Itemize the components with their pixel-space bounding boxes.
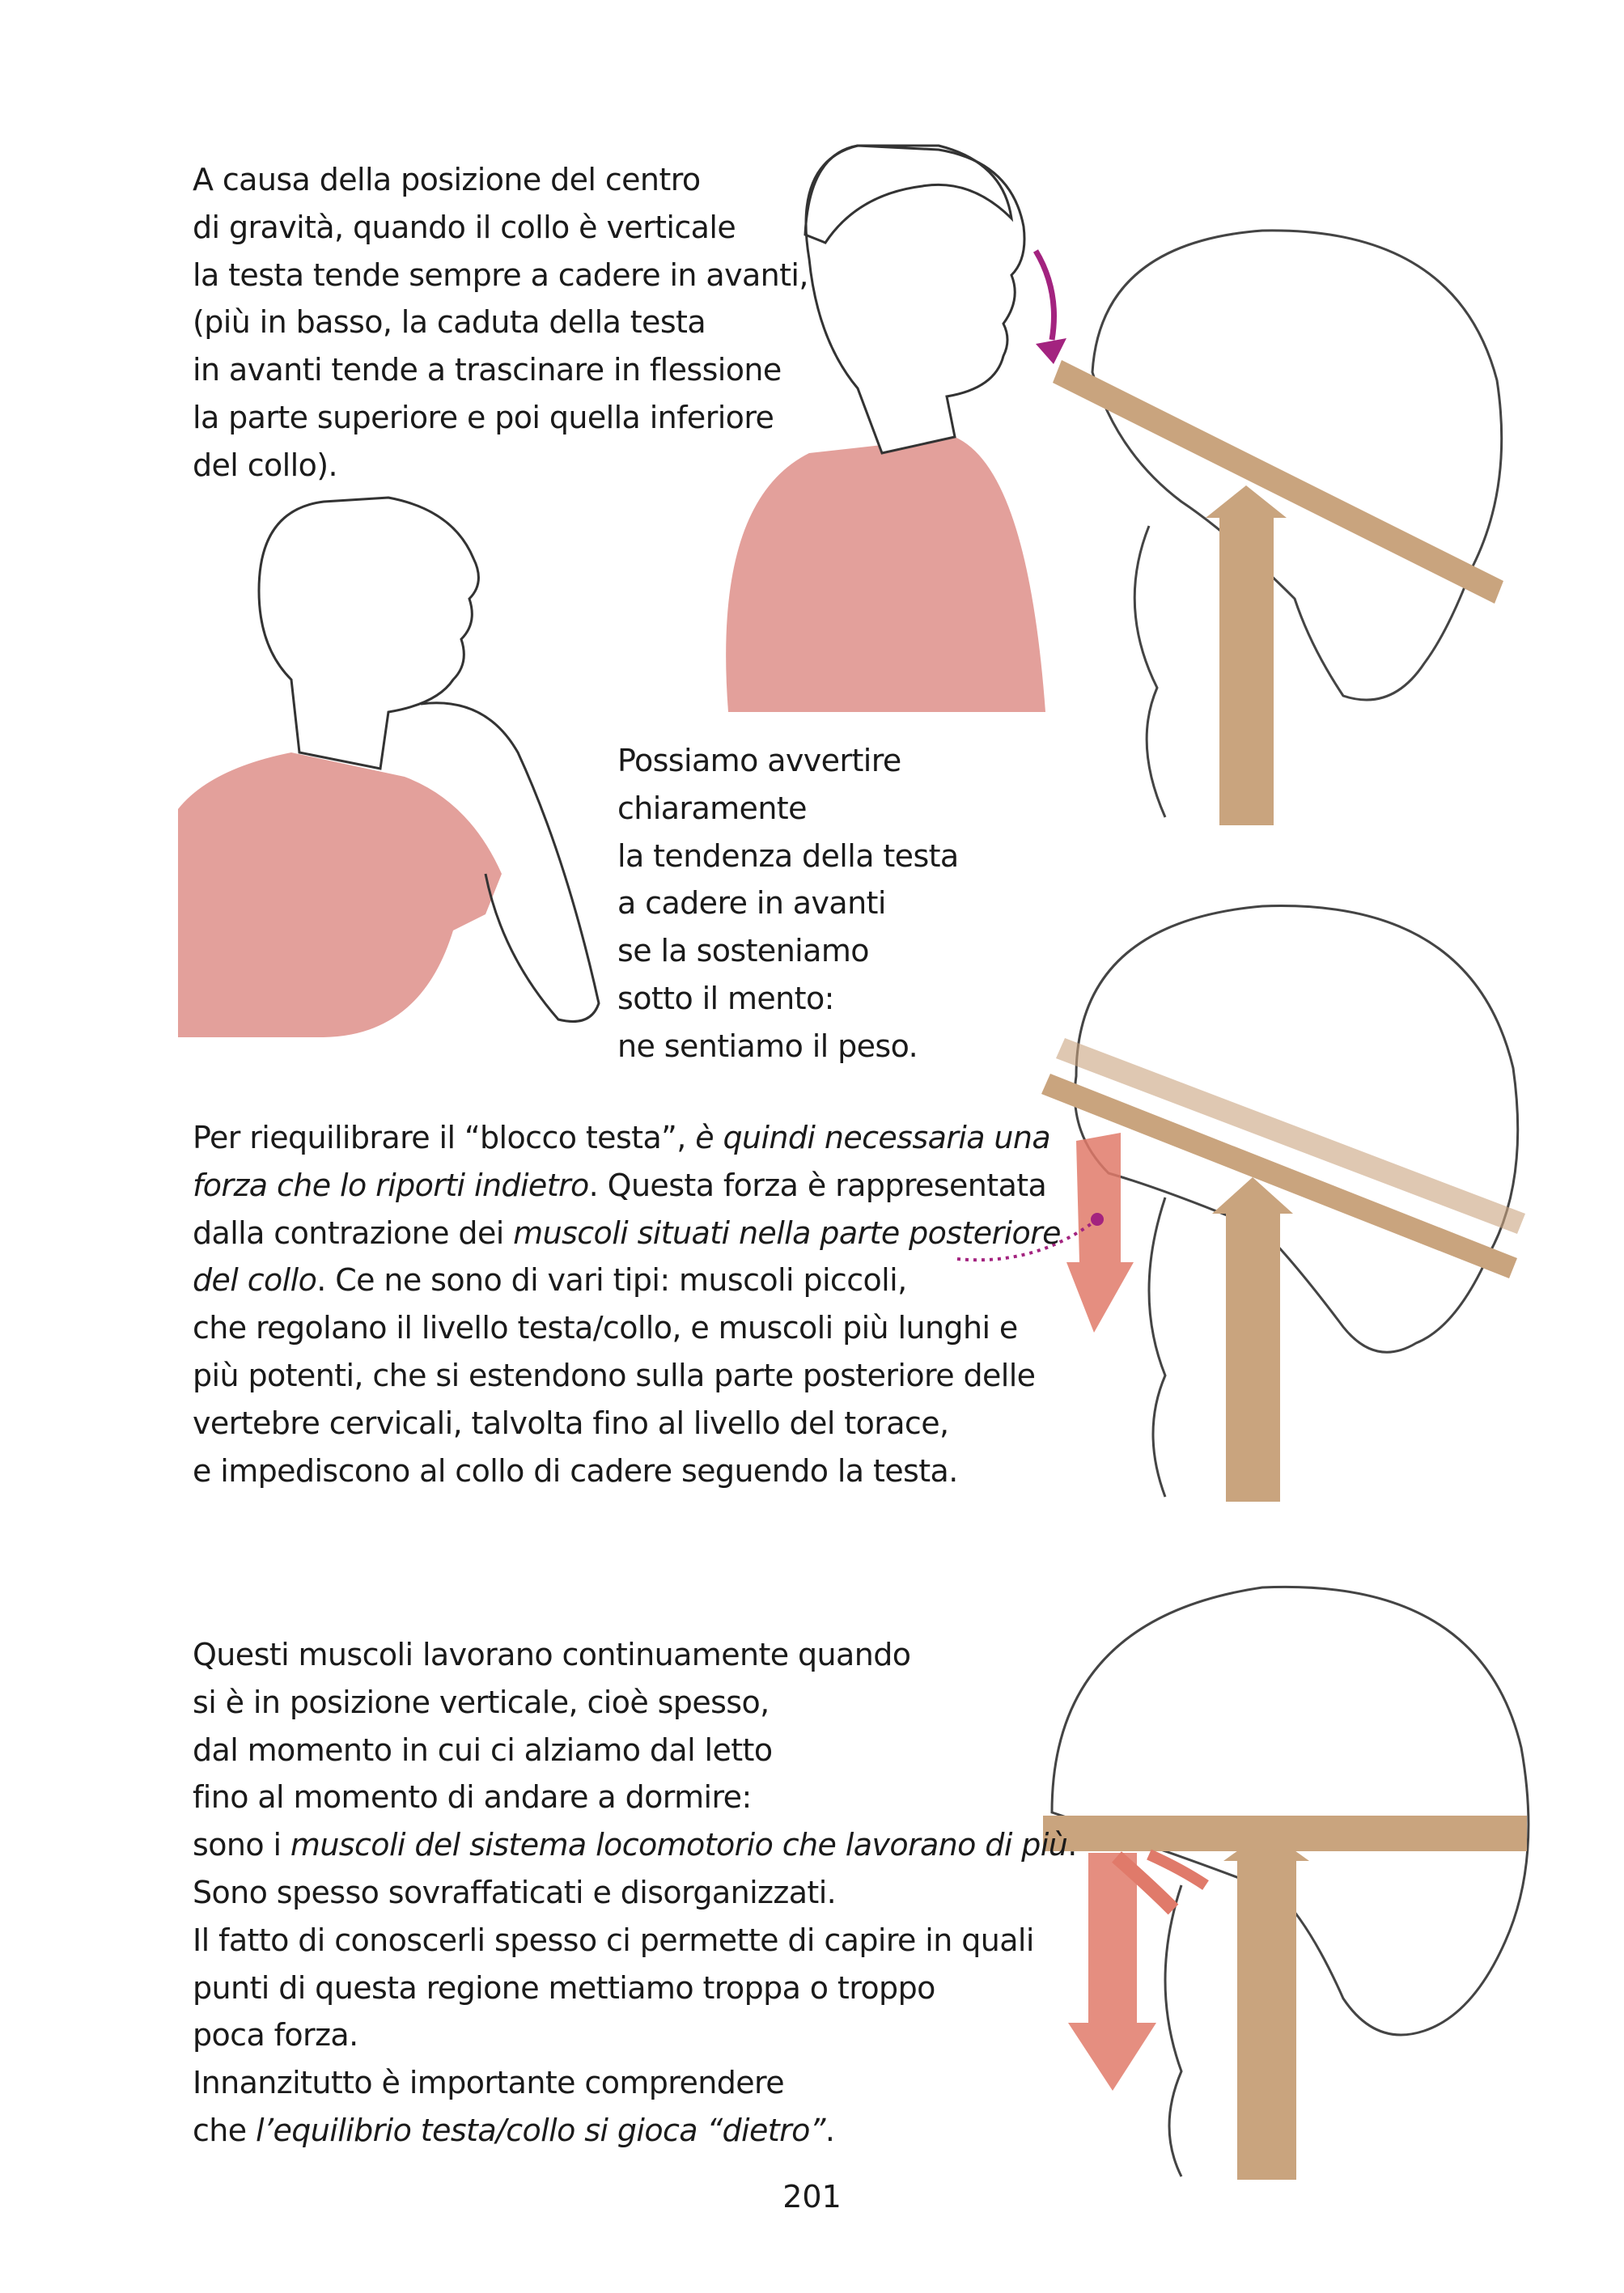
paragraph-chin: Possiamo avvertire chiaramente la tenden…: [617, 737, 959, 1070]
paragraph-muscles: Questi muscoli lavorano continuamente qu…: [193, 1631, 1077, 2155]
text-line: del collo).: [193, 447, 338, 483]
emphasis: del collo: [193, 1262, 317, 1299]
text-line: Il fatto di conoscerli spesso ci permett…: [193, 1922, 1034, 1958]
emphasis: forza che lo riporti indietro: [193, 1167, 589, 1203]
text-line: sono i muscoli del sistema locomotorio c…: [193, 1821, 1077, 1869]
muscle-arrow-long-icon: [1068, 1853, 1156, 2091]
text-line: di gravità, quando il collo è verticale: [193, 209, 736, 245]
text-line: che l’equilibrio testa/collo si gioca “d…: [193, 2107, 1077, 2155]
emphasis: muscoli situati nella parte posteriore: [513, 1214, 1061, 1251]
page-number: 201: [782, 2179, 842, 2215]
text: . Questa forza è rappresentata: [588, 1167, 1047, 1203]
text: dalla contrazione dei: [193, 1214, 514, 1251]
text-line: dalla contrazione dei muscoli situati ne…: [193, 1210, 1062, 1257]
text-line: forza che lo riporti indietro. Questa fo…: [193, 1162, 1061, 1210]
text-line: punti di questa regione mettiamo troppa …: [193, 1969, 935, 2006]
paragraph-rebalance: Per riequilibrare il “blocco testa”, è q…: [193, 1114, 1062, 1494]
text-line: la testa tende sempre a cadere in avanti…: [193, 256, 808, 293]
text-line: sotto il mento:: [617, 980, 834, 1016]
text-line: Per riequilibrare il “blocco testa”, è q…: [193, 1114, 1061, 1162]
text-line: in avanti tende a trascinare in flession…: [193, 352, 782, 388]
text-line: (più in basso, la caduta della testa: [193, 304, 706, 341]
arrow-down-icon: [1032, 249, 1057, 341]
emphasis: è quindi necessaria una: [695, 1120, 1051, 1155]
emphasis: muscoli del sistema locomotorio che lavo…: [290, 1827, 1068, 1863]
text-line: più potenti, che si estendono sulla part…: [193, 1357, 1036, 1393]
skull-neck-diagram-2: [956, 905, 1525, 1502]
text-line: ne sentiamo il peso.: [617, 1028, 918, 1064]
text-line: Sono spesso sovraffaticati e disorganizz…: [193, 1874, 837, 1910]
text: che: [193, 2112, 257, 2148]
text-line: a cadere in avanti: [617, 885, 886, 922]
text-line: chiaramente: [617, 790, 807, 826]
text-line: la tendenza della testa: [617, 837, 959, 874]
text: sono i: [193, 1827, 290, 1863]
skull-neck-diagram-3: [1043, 1585, 1530, 2180]
text-line: e impediscono al collo di cadere seguend…: [193, 1452, 958, 1489]
text-line: che regolano il livello testa/collo, e m…: [193, 1310, 1018, 1346]
skull-neck-diagram-1: [1053, 229, 1503, 825]
man-holding-chin-illustration: [178, 496, 600, 1037]
text-line: Possiamo avvertire: [617, 743, 901, 778]
text: . Ce ne sono di vari tipi: muscoli picco…: [316, 1262, 907, 1299]
text-line: Innanzitutto è importante comprendere: [193, 2065, 785, 2101]
text-line: se la sosteniamo: [617, 933, 870, 969]
text-line: dal momento in cui ci alziamo dal letto: [193, 1731, 773, 1768]
text: .: [1067, 1827, 1077, 1863]
text-line: si è in posizione verticale, cioè spesso…: [193, 1684, 770, 1720]
paragraph-gravity: A causa della posizione del centro di gr…: [193, 156, 808, 490]
text-line: fino al momento di andare a dormire:: [193, 1779, 752, 1816]
muscle-arrow-icon: [1066, 1133, 1134, 1333]
text-line: A causa della posizione del centro: [193, 162, 701, 197]
text: Per riequilibrare il “blocco testa”,: [193, 1120, 696, 1155]
text: .: [825, 2112, 835, 2148]
text-line: la parte superiore e poi quella inferior…: [193, 399, 774, 435]
text-line: poca forza.: [193, 2017, 358, 2054]
emphasis: l’equilibrio testa/collo si gioca “dietr…: [256, 2112, 825, 2148]
text-line: del collo. Ce ne sono di vari tipi: musc…: [193, 1257, 1061, 1304]
text-line: vertebre cervicali, talvolta fino al liv…: [193, 1405, 949, 1441]
text-line: Questi muscoli lavorano continuamente qu…: [193, 1637, 911, 1672]
man-head-forward-illustration: [726, 144, 1066, 712]
